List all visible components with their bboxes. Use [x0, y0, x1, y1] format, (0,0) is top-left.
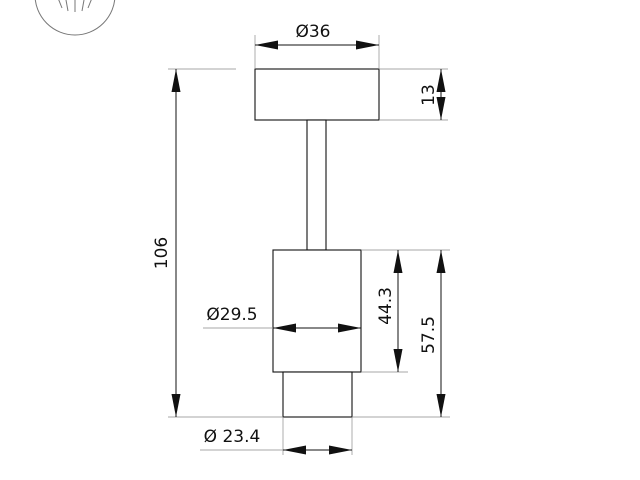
- dimension-head-height: 57.5: [419, 250, 446, 417]
- upper-body-height-label: 44.3: [376, 287, 396, 325]
- total-height-label: 106: [152, 237, 172, 269]
- light-beam-icon: [34, 0, 116, 36]
- dimension-upper-body-diameter: Ø29.5: [206, 305, 361, 333]
- lower-body-diameter-label: Ø 23.4: [204, 427, 261, 447]
- dimension-base-diameter: Ø36: [255, 22, 379, 50]
- upper-body-diameter-label: Ø29.5: [206, 305, 257, 325]
- dimension-base-height: 13: [419, 69, 446, 120]
- head-height-label: 57.5: [419, 316, 439, 354]
- base-height-label: 13: [419, 84, 439, 106]
- dimension-lower-body-diameter: Ø 23.4: [204, 427, 352, 455]
- extension-lines: [168, 35, 450, 455]
- suspension-rod: [306, 119, 327, 251]
- dimension-upper-body-height: 44.3: [376, 250, 403, 372]
- fixture-outline: [254, 68, 380, 418]
- base-diameter-label: Ø36: [295, 22, 330, 42]
- lower-body: [282, 371, 353, 418]
- ceiling-base: [254, 68, 380, 121]
- dimension-total-height: 106: [152, 69, 181, 417]
- upper-body: [272, 249, 362, 373]
